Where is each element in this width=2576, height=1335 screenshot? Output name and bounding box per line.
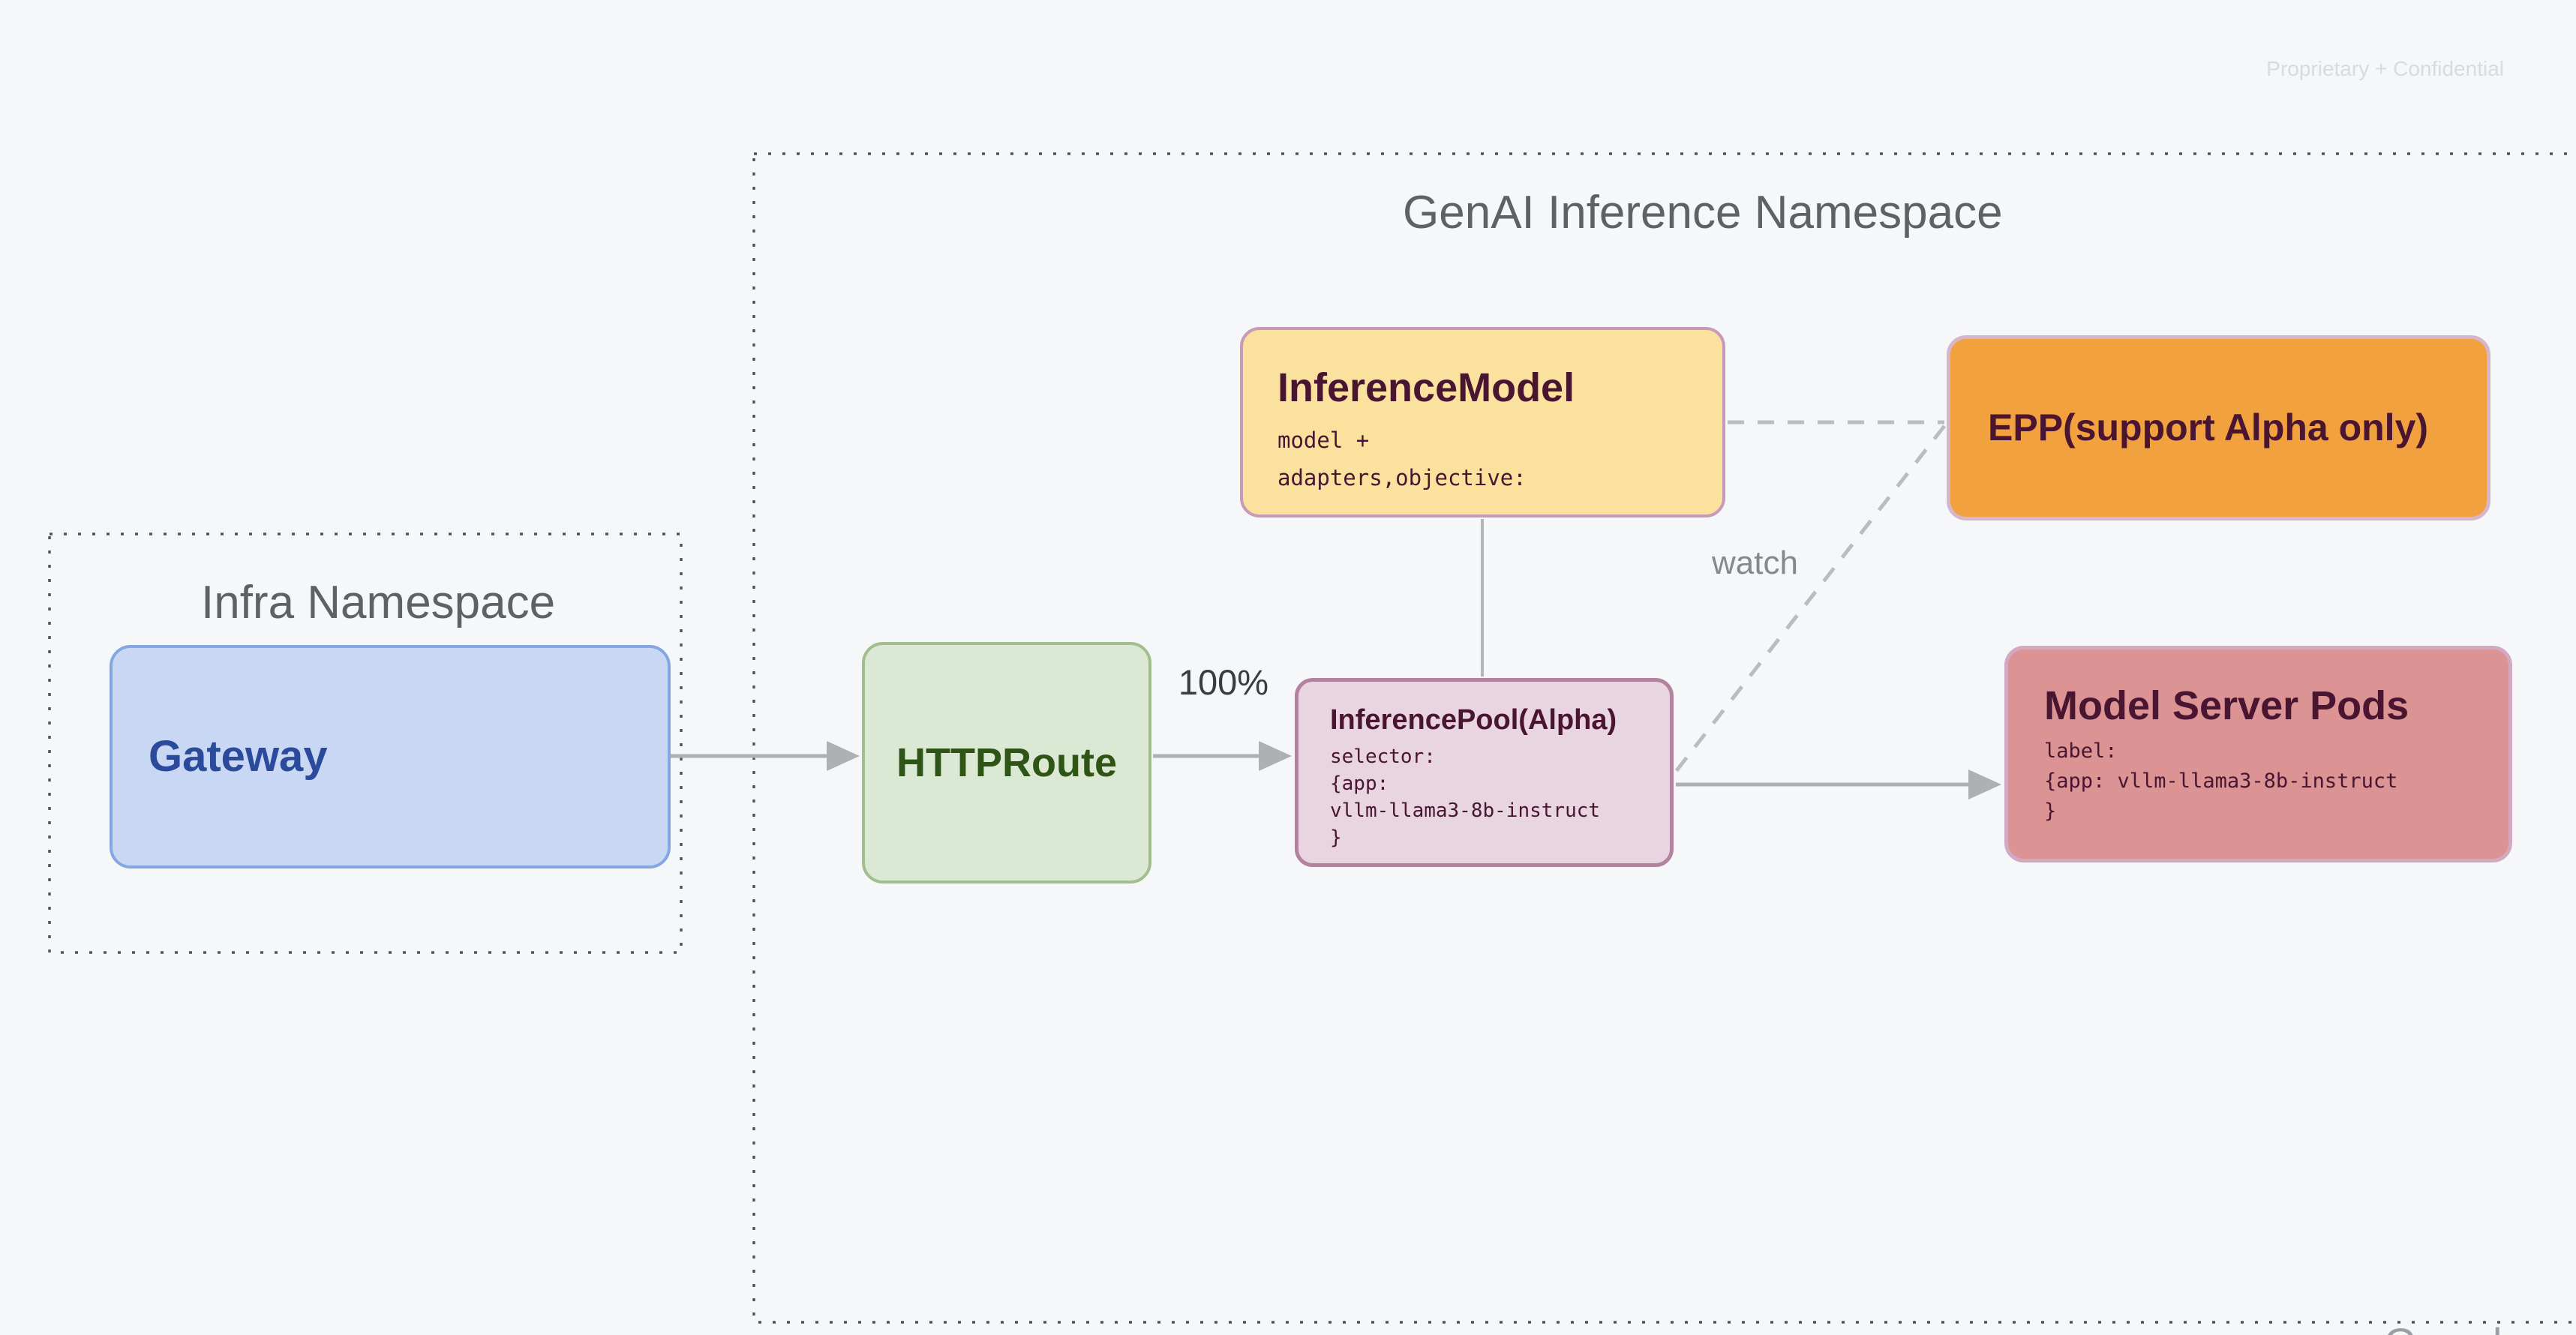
watch-label: watch xyxy=(1712,544,1798,581)
gateway-node: Gateway xyxy=(110,645,671,868)
httproute-title: HTTPRoute xyxy=(896,740,1117,785)
epp-node: EPP(support Alpha only) xyxy=(1947,335,2490,520)
infra-namespace-boundary xyxy=(48,532,683,954)
arrowhead-httproute-to-pool xyxy=(1259,741,1292,771)
inference-pool-spec: selector: {app: vllm-llama3-8b-instruct … xyxy=(1330,745,1601,849)
arrowhead-gateway-to-httproute xyxy=(827,741,860,771)
httproute-node: HTTPRoute xyxy=(862,642,1151,884)
model-server-pods-spec: label: {app: vllm-llama3-8b-instruct } xyxy=(2044,740,2398,824)
inference-pool-title: InferencePool(Alpha) xyxy=(1330,704,1617,736)
edge-pool-to-epp-dashed xyxy=(1674,424,1946,774)
genai-namespace-boundary xyxy=(752,152,2576,1324)
google-logo-partial: Google xyxy=(2384,1318,2576,1335)
traffic-weight-label: 100% xyxy=(1178,662,1269,702)
confidential-notice: Proprietary + Confidential xyxy=(2266,57,2504,80)
infra-namespace-title: Infra Namespace xyxy=(201,577,556,628)
genai-namespace-title: GenAI Inference Namespace xyxy=(1403,187,2003,238)
model-server-pods-node: Model Server Pods label: {app: vllm-llam… xyxy=(2004,646,2512,862)
inference-model-node: InferenceModel model + adapters,objectiv… xyxy=(1240,327,1725,518)
gateway-title: Gateway xyxy=(149,731,328,781)
inference-pool-node: InferencePool(Alpha) selector: {app: vll… xyxy=(1295,678,1674,867)
epp-title: EPP(support Alpha only) xyxy=(1988,406,2429,448)
model-server-pods-title: Model Server Pods xyxy=(2044,683,2409,728)
arrowhead-pool-to-pods xyxy=(1968,770,2001,800)
inference-model-spec: model + adapters,objective: xyxy=(1277,428,1527,491)
inference-model-title: InferenceModel xyxy=(1277,365,1575,410)
